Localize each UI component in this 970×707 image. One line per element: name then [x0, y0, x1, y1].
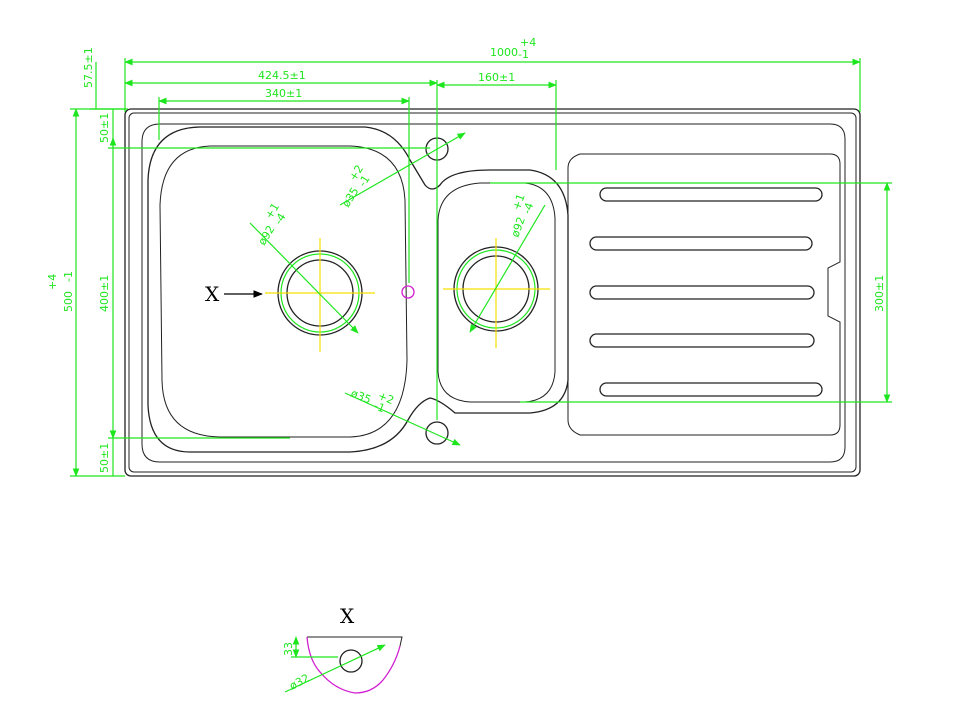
drain-slots	[589, 187, 823, 397]
dim-detail-hole: ø32	[287, 671, 311, 692]
main-bowl-rim	[147, 126, 569, 453]
sink-outer-edge	[124, 108, 861, 477]
drain-slot	[589, 285, 815, 300]
drain-slot	[589, 236, 813, 251]
dim-detail-height: 33	[282, 642, 295, 656]
dim-small-drain: ø92 +1 -4	[509, 192, 537, 239]
small-bowl	[437, 182, 556, 403]
svg-text:ø92: ø92	[509, 215, 528, 239]
detail-profile-curve	[306, 636, 401, 694]
drain-slot	[599, 187, 823, 202]
dim-main-bowl-width: 340±1	[265, 87, 302, 100]
drain-slot	[589, 333, 815, 348]
dim-total-width-tol-lower: -1	[62, 271, 75, 282]
detail-callout: X	[205, 282, 263, 306]
dim-small-bowl-width: 160±1	[478, 71, 515, 84]
main-bowl-basin	[159, 145, 408, 438]
tap-hole-bottom	[425, 421, 449, 445]
svg-text:-1: -1	[372, 399, 387, 415]
dim-total-width-tol-upper: +4	[46, 274, 59, 290]
drain-slot	[599, 382, 823, 397]
detail-view: X 33 ø32	[282, 604, 403, 694]
dimension-lines	[70, 58, 892, 477]
dim-total-length-tol-lower: -1	[518, 48, 529, 61]
dim-top-edge: 50±1	[98, 113, 111, 143]
dim-total-width-value: 500	[62, 291, 75, 312]
detail-profile-top	[307, 636, 403, 647]
svg-text:ø35: ø35	[340, 185, 362, 209]
dim-tap-hole-top: ø35 +2 -1	[340, 163, 373, 210]
sink-flange	[141, 123, 846, 463]
drainer-panel	[567, 153, 841, 436]
dim-top-margin: 57.5±1	[82, 47, 95, 88]
svg-text:+2: +2	[376, 389, 396, 407]
drainer	[567, 153, 841, 436]
small-bowl-basin	[437, 182, 556, 403]
dim-total-length-value: 1000	[490, 46, 518, 59]
overflow-marker	[401, 285, 415, 299]
svg-text:+1: +1	[510, 192, 528, 212]
sink-body	[124, 108, 861, 477]
dim-drain-area: 300±1	[873, 275, 886, 312]
detail-hole	[339, 649, 363, 673]
dim-bottom-edge: 50±1	[98, 443, 111, 473]
sink-inner-edge	[128, 112, 857, 473]
dim-main-drain: ø92 +1 -4	[256, 201, 289, 248]
svg-text:ø92: ø92	[256, 223, 278, 247]
dim-main-bowl-offset: 424.5±1	[258, 69, 306, 82]
detail-marker-label: X	[205, 282, 220, 306]
dim-total-length-tol-upper: +4	[520, 36, 536, 49]
dim-bowl-depth: 400±1	[98, 275, 111, 312]
dim-tap-hole-bottom: ø35 +2 -1	[349, 387, 396, 416]
svg-text:-4: -4	[520, 201, 536, 216]
detail-title: X	[340, 604, 355, 628]
